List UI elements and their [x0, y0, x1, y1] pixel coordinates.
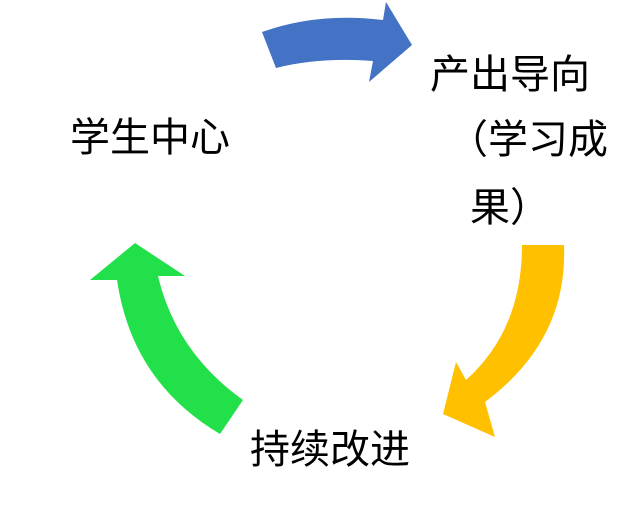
node-student-centered: 学生中心 [70, 115, 230, 161]
node-outcome-line3: 果） [470, 185, 550, 231]
arrow-yellow-to-improvement [443, 245, 565, 437]
node-continuous-improvement: 持续改进 [250, 427, 410, 473]
node-outcome-line2: （学习成 [448, 117, 608, 163]
node-outcome-line1: 产出导向 [430, 52, 590, 98]
arrow-blue-to-outcome [262, 2, 412, 82]
arrow-green-to-student [90, 243, 243, 434]
